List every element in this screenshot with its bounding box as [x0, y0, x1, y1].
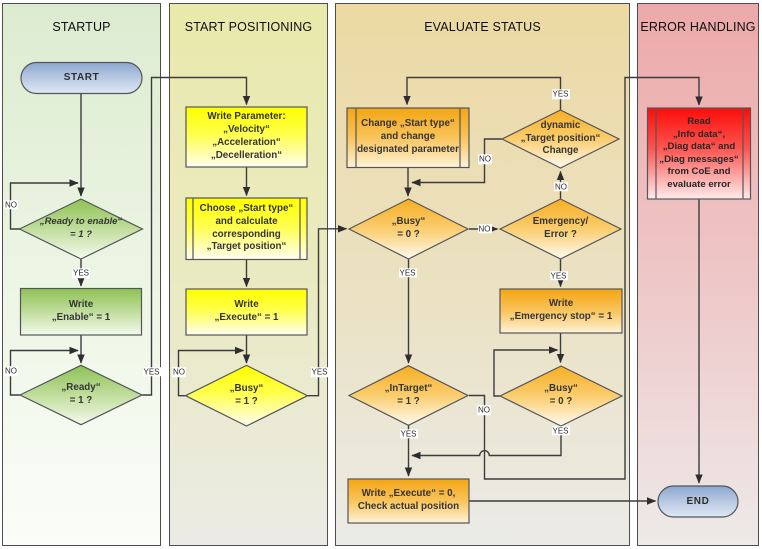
busy0-left-diamond	[347, 198, 470, 260]
busy1-diamond	[184, 364, 309, 427]
connector-ready-yes-to-write-parameter	[142, 76, 251, 396]
label-no-busy0: NO	[477, 224, 492, 234]
column-title-start-positioning: START POSITIONING	[184, 20, 313, 34]
label-yes-emergency: YES	[549, 270, 568, 281]
connector-busy0-right-no-loop	[493, 346, 559, 397]
busy0-right-diamond	[498, 365, 624, 427]
shapes	[18, 61, 752, 524]
connector-busy1-yes-to-busy0	[307, 225, 348, 397]
write-execute0-box	[347, 478, 470, 524]
start-node-shape	[20, 61, 143, 95]
label-yes-ready-enable: YES	[71, 268, 91, 278]
label-no-dynamic: NO	[478, 154, 492, 164]
end-node-shape	[657, 485, 739, 518]
column-title-error-handling: ERROR HANDLING	[640, 20, 756, 34]
read-coe-box	[646, 107, 752, 200]
connectors	[9, 76, 703, 505]
connector-busy0-right-yes-join	[411, 426, 562, 460]
panel-start-positioning	[169, 3, 328, 546]
label-yes-intarget: YES	[399, 428, 418, 439]
label-no-ready-enable: NO	[4, 199, 18, 210]
ready-to-enable-diamond	[18, 198, 144, 260]
write-emergency-stop-box	[499, 288, 623, 334]
choose-start-type-box	[185, 197, 308, 261]
label-no-ready: NO	[4, 366, 18, 376]
write-enable-box	[19, 287, 143, 336]
change-start-type-box	[346, 107, 470, 169]
label-yes-busy1: YES	[310, 367, 329, 377]
label-no-busy1: NO	[172, 367, 186, 377]
ready-diamond	[18, 364, 144, 426]
panel-evaluate-status	[335, 3, 630, 546]
intarget-diamond	[347, 365, 470, 426]
label-yes-dynamic: YES	[551, 89, 570, 99]
label-yes-busy0: YES	[398, 267, 417, 278]
write-parameter-box	[185, 106, 308, 168]
label-yes-ready: YES	[142, 366, 161, 377]
emergency-error-diamond	[498, 198, 623, 260]
label-no-emergency: NO	[554, 181, 568, 192]
column-title-startup: STARTUP	[52, 20, 111, 34]
panel-error-handling	[637, 3, 759, 546]
label-no-intarget: NO	[477, 405, 491, 415]
connector-dynamic-yes-to-change	[403, 76, 562, 110]
column-title-evaluate-status: EVALUATE STATUS	[424, 20, 541, 34]
connector-intarget-no-to-read	[469, 76, 703, 480]
dynamic-target-diamond	[500, 109, 621, 169]
label-yes-busy0-right: YES	[551, 425, 570, 436]
write-execute-box	[185, 288, 308, 336]
